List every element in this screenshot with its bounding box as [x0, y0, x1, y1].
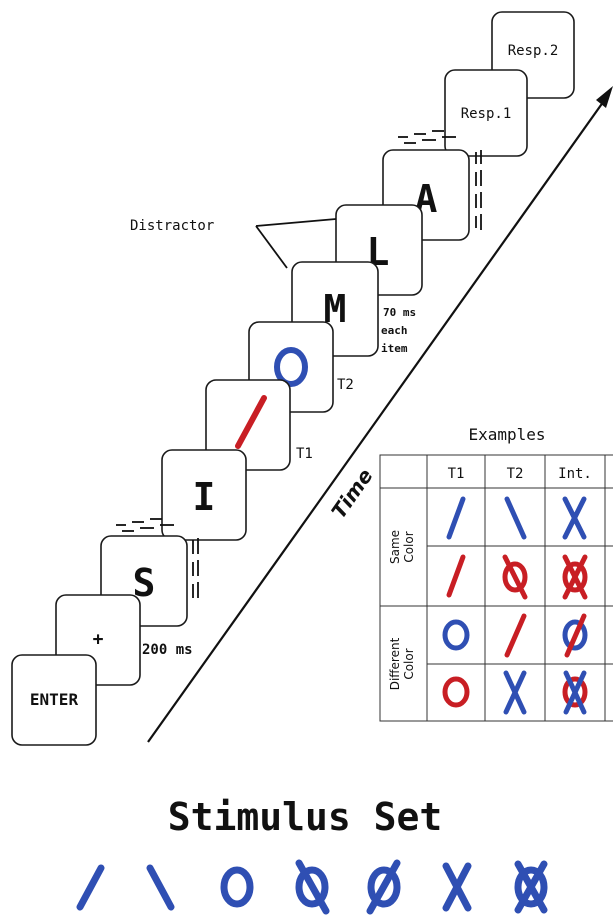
- col-int: Int.: [558, 466, 592, 482]
- ex-red-backslash: [502, 554, 528, 600]
- stimulus-set-title: Stimulus Set: [168, 795, 443, 839]
- ex-int-red-slash: [564, 613, 587, 658]
- stim-o-slash-o: [367, 866, 401, 908]
- time-label: Time: [326, 464, 377, 523]
- rate-line-2: each: [381, 324, 408, 337]
- time-arrow: [147, 86, 613, 743]
- ex-int-blue-o: [562, 619, 588, 651]
- examples-row-3: [442, 613, 588, 658]
- ex-blue-backslash: [504, 496, 527, 540]
- ex-red-int-slash: [562, 554, 588, 600]
- letter-i: I: [193, 475, 216, 519]
- ex-red-int-o: [562, 561, 588, 593]
- stim-o-x-o: [514, 866, 548, 908]
- rate-line-3: item: [381, 342, 408, 355]
- examples-title: Examples: [468, 425, 545, 444]
- row-group-different-color: Different Color: [388, 637, 416, 690]
- same-color-line-1: Same: [388, 530, 402, 564]
- distractor-pointer: [255, 218, 337, 269]
- ex-blue-o: [442, 619, 470, 651]
- stack-lines-s: [116, 518, 199, 598]
- examples-row-1: [446, 496, 587, 540]
- ex-blue-x-2: [562, 496, 587, 540]
- stim-o-slash-line: [366, 859, 401, 915]
- stim-backslash: [146, 864, 175, 911]
- ex-blue-slash: [446, 496, 466, 540]
- ex-red-slash: [446, 554, 466, 598]
- rate-line-1: 70 ms: [383, 306, 416, 319]
- ex-red-o-2: [442, 676, 470, 708]
- stack-lines-a: [398, 130, 482, 230]
- letter-i-card: I: [161, 449, 247, 541]
- distractor-label: Distractor: [130, 218, 214, 234]
- same-color-line-2: Color: [402, 531, 416, 562]
- t1-label: T1: [296, 446, 313, 462]
- ex-int-blue-x-2: [563, 670, 587, 715]
- different-color-line-1: Different: [388, 637, 402, 690]
- t1-card: [205, 379, 291, 471]
- stim-slash: [76, 864, 105, 911]
- t2-label: T2: [337, 377, 354, 393]
- ex-int-red-o: [562, 676, 588, 708]
- letter-m: M: [324, 287, 347, 331]
- stim-o-x-2: [514, 860, 548, 914]
- resp1-card: Resp.1: [444, 69, 528, 157]
- stim-o: [220, 866, 254, 908]
- fixation-cross: +: [93, 629, 104, 650]
- letter-s: S: [133, 561, 156, 605]
- col-t2: T2: [507, 466, 524, 482]
- examples-row-2: [446, 554, 588, 600]
- ex-red-slash-2: [504, 613, 527, 658]
- resp2-label: Resp.2: [508, 43, 559, 59]
- stim-x-2: [442, 862, 472, 912]
- ex-red-o: [502, 561, 528, 593]
- enter-card: ENTER: [11, 654, 97, 746]
- enter-label: ENTER: [30, 690, 79, 709]
- col-t1: T1: [448, 466, 465, 482]
- different-color-line-2: Color: [402, 648, 416, 679]
- stim-o-backslash-line: [295, 859, 330, 915]
- fixation-duration: 200 ms: [142, 642, 193, 658]
- examples-row-4: [442, 670, 588, 715]
- ex-blue-x-4: [503, 670, 527, 715]
- resp1-label: Resp.1: [461, 106, 512, 122]
- stimulus-set-glyphs: [76, 859, 548, 915]
- stim-o-backslash-o: [295, 866, 329, 908]
- row-group-same-color: Same Color: [388, 530, 416, 564]
